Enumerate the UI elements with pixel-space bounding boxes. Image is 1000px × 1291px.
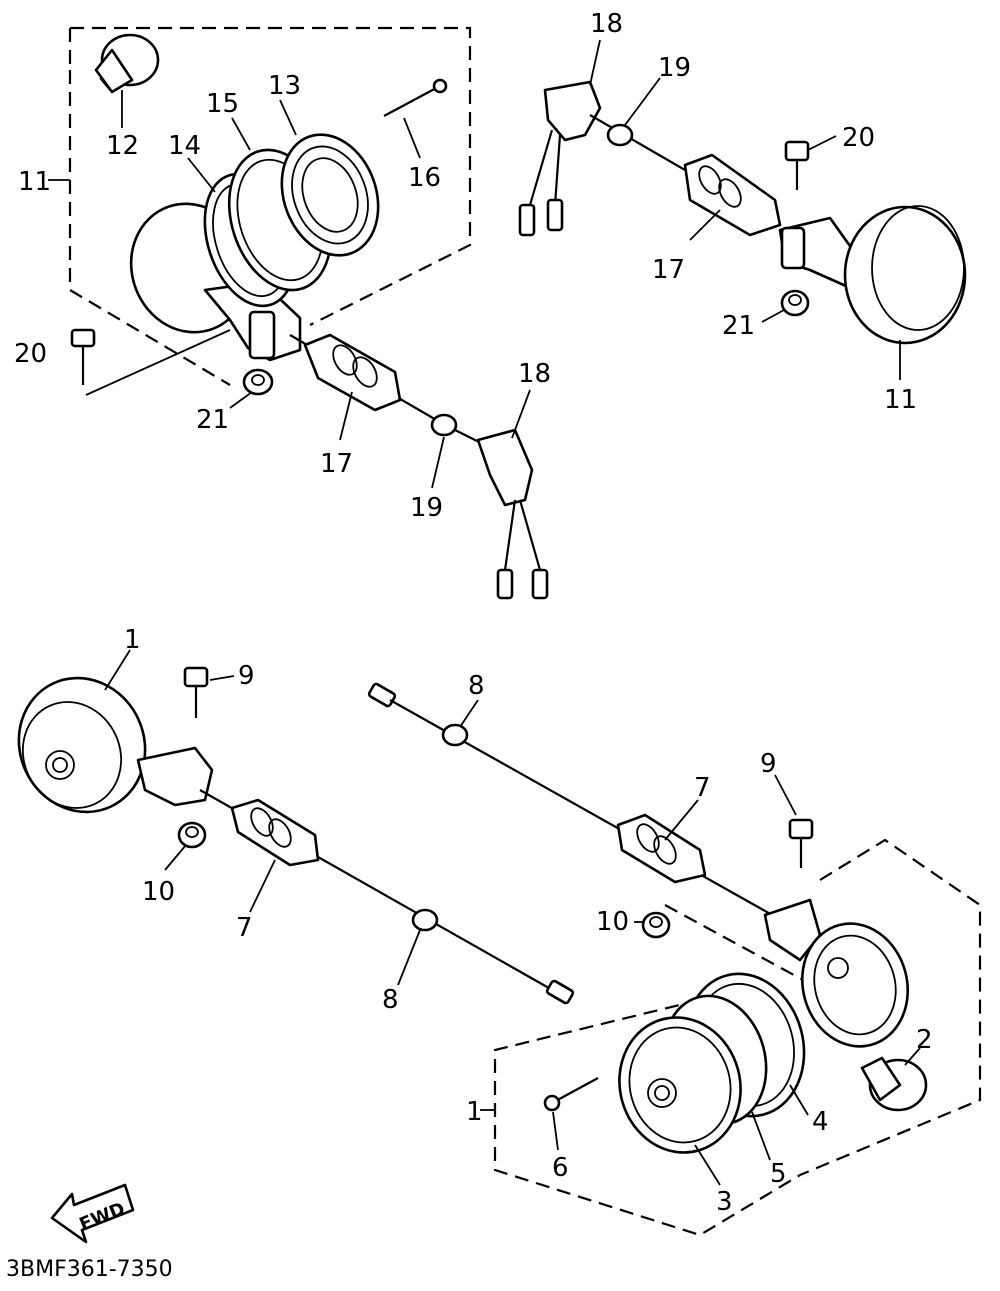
callout-13: 13 — [268, 71, 301, 101]
callout-14: 14 — [168, 131, 201, 161]
bolt-9-left — [183, 666, 209, 718]
assembly-1-left — [17, 666, 575, 1005]
leader-lines — [48, 39, 921, 1186]
grommet-8-left — [411, 908, 439, 932]
bulb-2 — [860, 1056, 928, 1112]
callout-4: 4 — [812, 1107, 829, 1137]
socket-17-right — [683, 153, 782, 237]
grommet-8-right — [441, 723, 469, 747]
socket-17-left — [289, 333, 549, 600]
callout-2: 2 — [916, 1025, 933, 1055]
callout-1-bottom: 1 — [466, 1097, 483, 1127]
callout-21-left: 21 — [196, 405, 229, 435]
callout-17-left: 17 — [320, 449, 353, 479]
callout-6: 6 — [552, 1153, 569, 1183]
callout-20-right: 20 — [842, 123, 875, 153]
nut-21-left — [242, 368, 274, 396]
assembly-11-right — [518, 80, 967, 345]
terminal-left — [545, 979, 575, 1005]
bolt-20-right — [784, 140, 810, 190]
callout-19-top: 19 — [658, 53, 691, 83]
bolt-9-right — [788, 818, 814, 868]
callout-18-top: 18 — [590, 9, 623, 39]
grommet-19-top — [606, 123, 634, 147]
assembly-1-right — [367, 682, 982, 1237]
lens-1-left — [17, 676, 214, 814]
callouts: 11 12 13 14 15 16 20 21 17 18 19 18 19 2… — [14, 9, 933, 1217]
callout-18-mid: 18 — [518, 359, 551, 389]
callout-20-left: 20 — [14, 339, 47, 369]
callout-9-right: 9 — [760, 749, 777, 779]
group-outline-11-b — [70, 26, 472, 326]
callout-15: 15 — [206, 89, 239, 119]
rings-13-14-15 — [203, 133, 380, 308]
callout-8-left: 8 — [382, 985, 399, 1015]
group-outline-1-c — [493, 998, 801, 1237]
screw-16 — [383, 78, 448, 117]
callout-7-left: 7 — [236, 913, 253, 943]
fwd-arrow-icon: FWD — [50, 1183, 135, 1244]
callout-12: 12 — [106, 131, 139, 161]
callout-10-left: 10 — [142, 877, 175, 907]
callout-19-mid: 19 — [410, 493, 443, 523]
group-outline-1-b — [799, 838, 982, 1177]
housing-1-right — [763, 898, 910, 1048]
callout-7-right: 7 — [694, 773, 711, 803]
screw-6 — [543, 1077, 599, 1112]
assembly-11-left — [68, 26, 549, 600]
socket-7-right — [616, 813, 707, 884]
callout-11-right: 11 — [884, 385, 917, 415]
socket-7-left — [230, 798, 320, 867]
callout-10-right: 10 — [596, 907, 629, 937]
callout-9-left: 9 — [238, 661, 255, 691]
callout-5: 5 — [770, 1159, 787, 1189]
cover-18-top — [518, 80, 602, 237]
nut-10-left — [177, 821, 207, 849]
callout-8-top: 8 — [468, 671, 485, 701]
bulb-12 — [94, 33, 160, 128]
diagram-code: 3BMF361-7350 — [6, 1257, 173, 1282]
nut-10-right — [641, 911, 671, 939]
callout-1-top: 1 — [124, 625, 141, 655]
callout-17-right: 17 — [652, 255, 685, 285]
callout-16: 16 — [408, 163, 441, 193]
callout-11-top: 11 — [18, 167, 51, 197]
terminal-right — [367, 682, 397, 708]
callout-3: 3 — [716, 1187, 733, 1217]
bolt-20-left — [70, 328, 231, 396]
nut-21-right — [780, 289, 810, 317]
lens-11-right — [778, 205, 967, 345]
group-outline-11 — [68, 70, 231, 386]
callout-21-right: 21 — [722, 311, 755, 341]
